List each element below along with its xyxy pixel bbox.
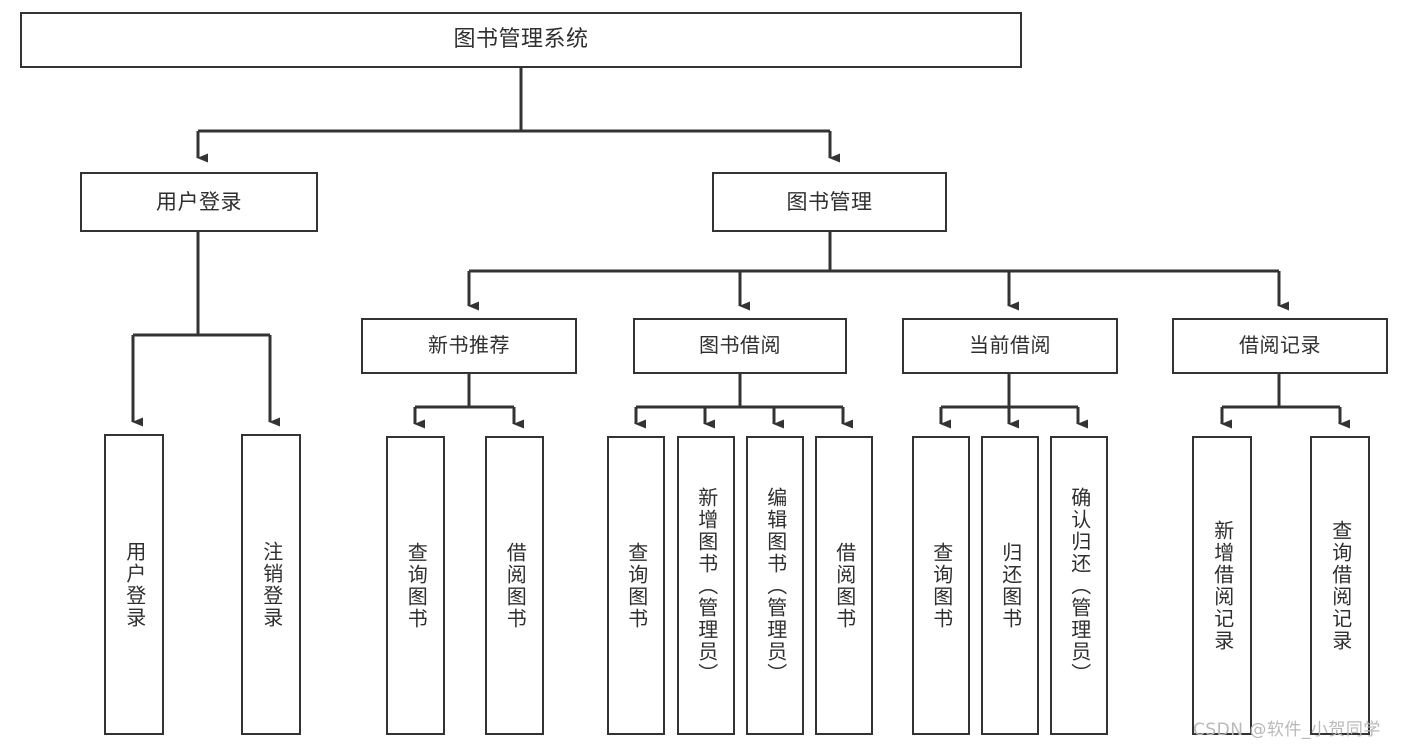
node-label: 新增借阅记录 [1210, 519, 1235, 652]
node-label: 确认归还（管理员） [1067, 486, 1092, 685]
node-leaf-confirm-return-admin[interactable]: 确认归还（管理员） [1050, 436, 1108, 735]
node-label: 编辑图书（管理员） [763, 486, 788, 685]
node-user-login[interactable]: 用户登录 [80, 172, 318, 232]
node-leaf-borrow-book-new[interactable]: 借阅图书 [485, 436, 544, 735]
node-leaf-query-book-new[interactable]: 查询图书 [386, 436, 445, 735]
node-leaf-query-book-current[interactable]: 查询图书 [912, 436, 970, 735]
node-label: 借阅记录 [1239, 333, 1321, 358]
node-book-management[interactable]: 图书管理 [712, 172, 947, 232]
node-label: 查询图书 [404, 541, 429, 630]
node-label: 查询借阅记录 [1328, 519, 1353, 652]
node-leaf-return-book[interactable]: 归还图书 [981, 436, 1039, 735]
node-label: 新书推荐 [428, 333, 510, 358]
node-label: 用户登录 [122, 540, 147, 629]
node-label: 借阅图书 [503, 541, 528, 630]
node-leaf-query-book-borrow[interactable]: 查询图书 [607, 436, 665, 735]
node-leaf-user-login[interactable]: 用户登录 [104, 434, 164, 735]
node-leaf-add-book-admin[interactable]: 新增图书（管理员） [677, 436, 735, 735]
node-label: 用户登录 [156, 189, 242, 214]
node-leaf-edit-book-admin[interactable]: 编辑图书（管理员） [746, 436, 804, 735]
node-label: 借阅图书 [832, 541, 857, 630]
node-book-borrow[interactable]: 图书借阅 [633, 318, 847, 374]
node-label: 当前借阅 [969, 333, 1051, 358]
node-label: 图书管理 [786, 189, 873, 214]
node-root-book-management-system[interactable]: 图书管理系统 [20, 12, 1022, 68]
node-current-borrow[interactable]: 当前借阅 [902, 318, 1118, 374]
node-label: 图书借阅 [699, 333, 781, 358]
node-new-book-recommend[interactable]: 新书推荐 [361, 318, 577, 374]
node-leaf-query-borrow-record[interactable]: 查询借阅记录 [1310, 436, 1370, 735]
node-leaf-logout[interactable]: 注销登录 [241, 434, 301, 735]
node-borrow-record[interactable]: 借阅记录 [1172, 318, 1388, 374]
node-leaf-add-borrow-record[interactable]: 新增借阅记录 [1192, 436, 1252, 735]
node-label: 查询图书 [624, 541, 649, 630]
node-label: 注销登录 [259, 540, 284, 629]
node-leaf-borrow-book[interactable]: 借阅图书 [815, 436, 873, 735]
node-label: 查询图书 [929, 541, 954, 630]
node-label: 图书管理系统 [453, 27, 589, 53]
node-label: 新增图书（管理员） [694, 486, 719, 685]
node-label: 归还图书 [998, 541, 1023, 630]
